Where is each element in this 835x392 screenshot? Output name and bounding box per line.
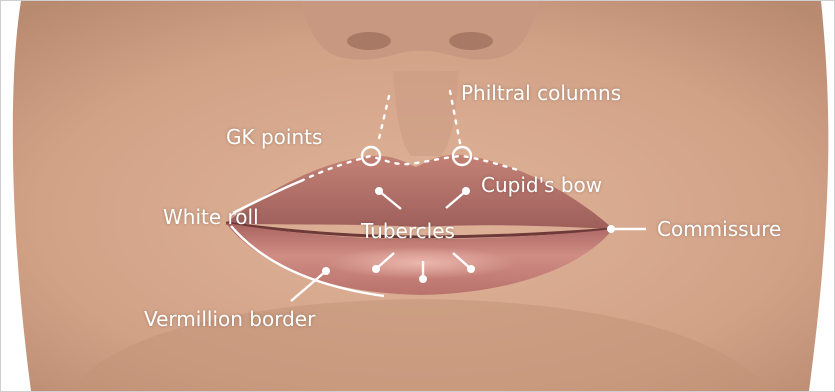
right-nostril <box>449 32 493 50</box>
label-philtral-columns: Philtral columns <box>461 81 621 105</box>
label-white-roll: White roll <box>163 205 259 229</box>
label-vermillion-border: Vermillion border <box>144 307 315 331</box>
commissure-dot <box>607 225 615 233</box>
tubercle-dot-lower-right <box>467 265 475 273</box>
tubercle-dot-upper-right <box>462 187 470 195</box>
label-gk-points: GK points <box>226 125 322 149</box>
lip-highlight <box>326 247 516 279</box>
vermillion-dot <box>322 267 330 275</box>
label-tubercles: Tubercles <box>361 219 455 243</box>
tubercle-dot-upper-left <box>375 187 383 195</box>
label-commissure: Commissure <box>657 217 781 241</box>
label-cupids-bow: Cupid's bow <box>481 173 602 197</box>
tubercle-dot-lower-left <box>372 265 380 273</box>
tubercle-dot-lower-center <box>419 275 427 283</box>
left-nostril <box>347 32 391 50</box>
